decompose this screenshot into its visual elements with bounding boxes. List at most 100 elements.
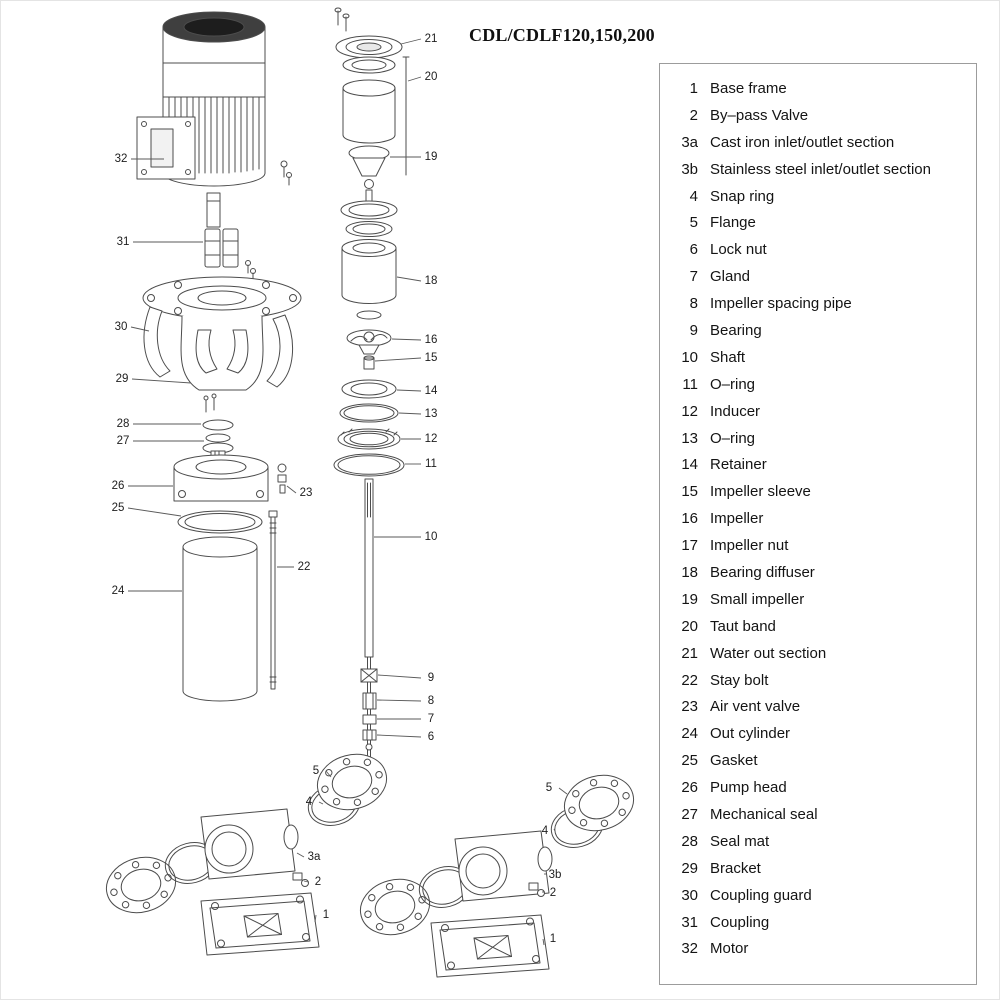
callout-24: 24 — [112, 585, 125, 597]
part-number: 2 — [689, 106, 698, 124]
part-label: Lock nut — [710, 241, 767, 259]
part-number: 1 — [689, 79, 698, 97]
part-row: 30 Coupling guard — [660, 882, 972, 909]
callout-8: 8 — [428, 695, 434, 707]
part-label: Gland — [710, 268, 751, 286]
part-row: 1 Base frame — [660, 75, 972, 102]
water-out-section-drawing — [335, 35, 403, 74]
part-row: 6 Lock nut — [660, 236, 972, 263]
part-number: 21 — [681, 644, 698, 662]
leader-line — [398, 412, 422, 415]
motor-drawing — [136, 11, 292, 228]
part-number: 12 — [681, 402, 698, 420]
callout-18: 18 — [425, 275, 438, 287]
callout-28: 28 — [117, 418, 130, 430]
impeller-drawing — [346, 329, 392, 355]
callout-7: 7 — [428, 713, 434, 725]
part-label: Impeller sleeve — [710, 483, 811, 501]
callout-25: 25 — [112, 502, 125, 514]
callout-16: 16 — [425, 334, 438, 346]
callout-32: 32 — [115, 153, 128, 165]
part-label: Mechanical seal — [710, 805, 818, 823]
leader-line — [391, 338, 422, 341]
part-label: Out cylinder — [710, 725, 791, 743]
part-label: O–ring — [710, 429, 756, 447]
part-label: Coupling guard — [710, 886, 812, 904]
leader-line — [542, 938, 545, 946]
bearing-diffuser-drawing — [341, 239, 397, 304]
part-label: Base frame — [710, 79, 787, 97]
part-label: Shaft — [710, 348, 746, 366]
inlet-outlet-3b-drawing — [353, 767, 641, 943]
callout-23: 23 — [300, 487, 313, 499]
part-row: 3b Stainless steel inlet/outlet section — [660, 156, 972, 183]
part-label: Inducer — [710, 402, 761, 420]
part-number: 28 — [681, 832, 698, 850]
leader-line — [376, 699, 422, 702]
part-label: Coupling — [710, 913, 770, 931]
callout-10: 10 — [425, 531, 438, 543]
coupling-drawing — [204, 228, 256, 281]
callout-13: 13 — [425, 408, 438, 420]
leader-line — [396, 276, 422, 282]
part-label: Seal mat — [710, 832, 770, 850]
top-screws-drawing — [334, 7, 350, 32]
pump-head-drawing — [173, 454, 269, 502]
callout-1: 1 — [323, 909, 329, 921]
callout-30: 30 — [115, 321, 128, 333]
part-label: Impeller spacing pipe — [710, 295, 852, 313]
part-number: 27 — [681, 805, 698, 823]
callout-2: 2 — [550, 887, 556, 899]
callout-14: 14 — [425, 385, 438, 397]
part-number: 30 — [681, 886, 698, 904]
page-title: CDL/CDLF120,150,200 — [469, 25, 655, 45]
stage-cylinder-drawing — [342, 79, 396, 144]
impeller-sleeve-drawing — [363, 355, 375, 370]
air-vent-valve-drawing — [277, 463, 287, 494]
leader-line — [407, 76, 422, 82]
base-frame-left-drawing — [200, 892, 320, 956]
leader-line — [286, 485, 297, 494]
part-number: 3b — [681, 160, 698, 178]
part-label: Stainless steel inlet/outlet section — [710, 160, 931, 178]
part-label: Taut band — [710, 617, 776, 635]
part-label: By–pass Valve — [710, 106, 809, 124]
part-label: Cast iron inlet/outlet section — [710, 133, 895, 151]
leader-line — [396, 389, 422, 392]
leader-line — [314, 914, 317, 923]
callout-9: 9 — [428, 672, 434, 684]
callout-12: 12 — [425, 433, 438, 445]
callout-29: 29 — [116, 373, 129, 385]
part-label: Flange — [710, 214, 756, 232]
callout-4: 4 — [306, 796, 313, 808]
part-label: Bearing diffuser — [710, 563, 815, 581]
part-number: 6 — [689, 241, 698, 259]
callout-11: 11 — [425, 458, 437, 470]
part-label: Stay bolt — [710, 671, 769, 689]
pump-exploded-drawing — [99, 7, 641, 978]
callout-27: 27 — [117, 435, 130, 447]
callout-31: 31 — [117, 236, 130, 248]
part-label: Impeller nut — [710, 537, 789, 555]
callout-26: 26 — [112, 480, 125, 492]
callout-22: 22 — [298, 561, 311, 573]
part-label: Pump head — [710, 779, 787, 797]
part-number: 11 — [682, 375, 698, 393]
callout-layer: 3231302928272625242322212019181615141312… — [112, 33, 568, 946]
bracket-drawing — [142, 276, 302, 391]
leader-line — [127, 507, 182, 517]
